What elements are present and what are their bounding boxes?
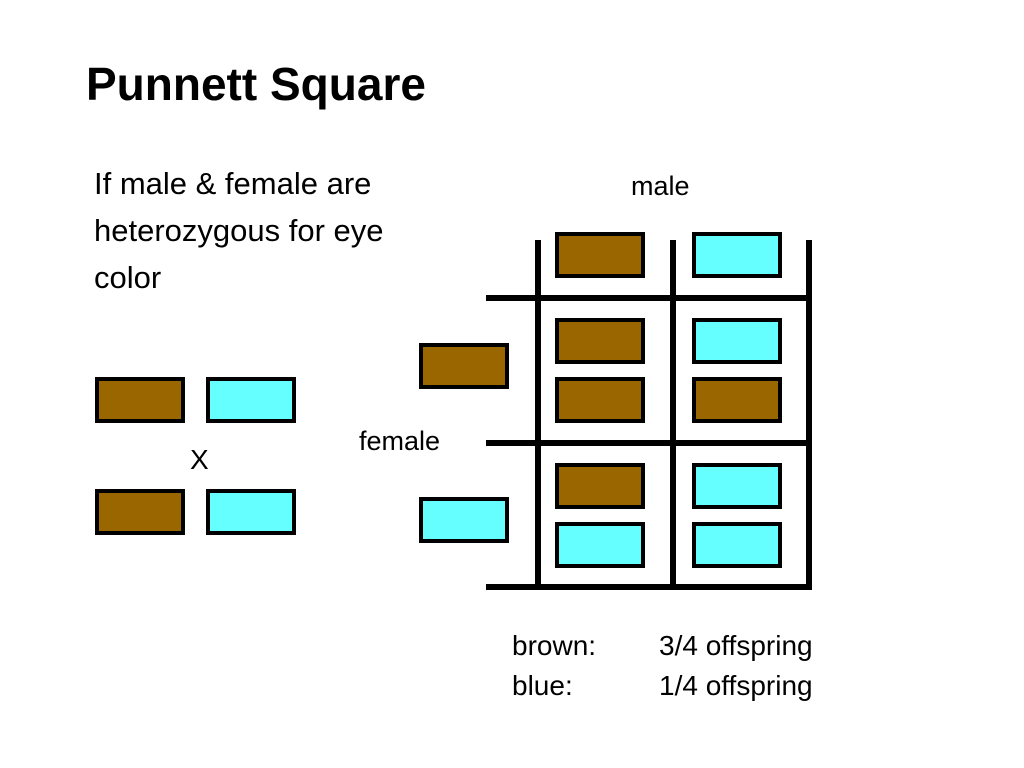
result-fraction-brown: 3/4 offspring (659, 630, 813, 661)
offspring-top-right-allele-2 (692, 377, 782, 423)
male-label: male (631, 171, 690, 201)
parent1-allele-blue (206, 377, 296, 423)
male-gamete-brown (555, 232, 645, 278)
result-row-brown: brown: 3/4 offspring (512, 630, 813, 662)
male-gamete-blue (692, 232, 782, 278)
parent2-allele-blue (206, 489, 296, 535)
intro-line-2: heterozygous for eye (94, 213, 384, 248)
offspring-bottom-left-allele-1 (555, 463, 645, 509)
result-trait-blue: blue: (512, 670, 573, 701)
intro-line-3: color (94, 260, 162, 295)
female-label: female (359, 426, 441, 456)
offspring-top-right-allele-1 (692, 318, 782, 364)
offspring-bottom-right-allele-1 (692, 463, 782, 509)
offspring-bottom-left-allele-2 (555, 522, 645, 568)
grid-line-h1 (486, 295, 812, 301)
offspring-top-left-allele-1 (555, 318, 645, 364)
grid-line-v1 (535, 240, 541, 590)
result-row-blue: blue: 1/4 offspring (512, 670, 813, 702)
result-fraction-blue: 1/4 offspring (659, 670, 813, 701)
offspring-bottom-right-allele-2 (692, 522, 782, 568)
grid-line-v2 (670, 240, 676, 590)
grid-line-v3 (806, 240, 812, 590)
page-title: Punnett Square (86, 58, 426, 110)
female-gamete-brown (419, 343, 509, 389)
result-trait-brown: brown: (512, 630, 597, 661)
female-gamete-blue (419, 497, 509, 543)
intro-line-1: If male & female are (94, 166, 372, 201)
intro-text: If male & female are heterozygous for ey… (94, 160, 384, 301)
grid-line-h3 (486, 584, 812, 590)
cross-symbol: X (190, 444, 209, 475)
parent2-allele-brown (95, 489, 185, 535)
offspring-top-left-allele-2 (555, 377, 645, 423)
grid-line-h2 (486, 440, 812, 446)
parent1-allele-brown (95, 377, 185, 423)
